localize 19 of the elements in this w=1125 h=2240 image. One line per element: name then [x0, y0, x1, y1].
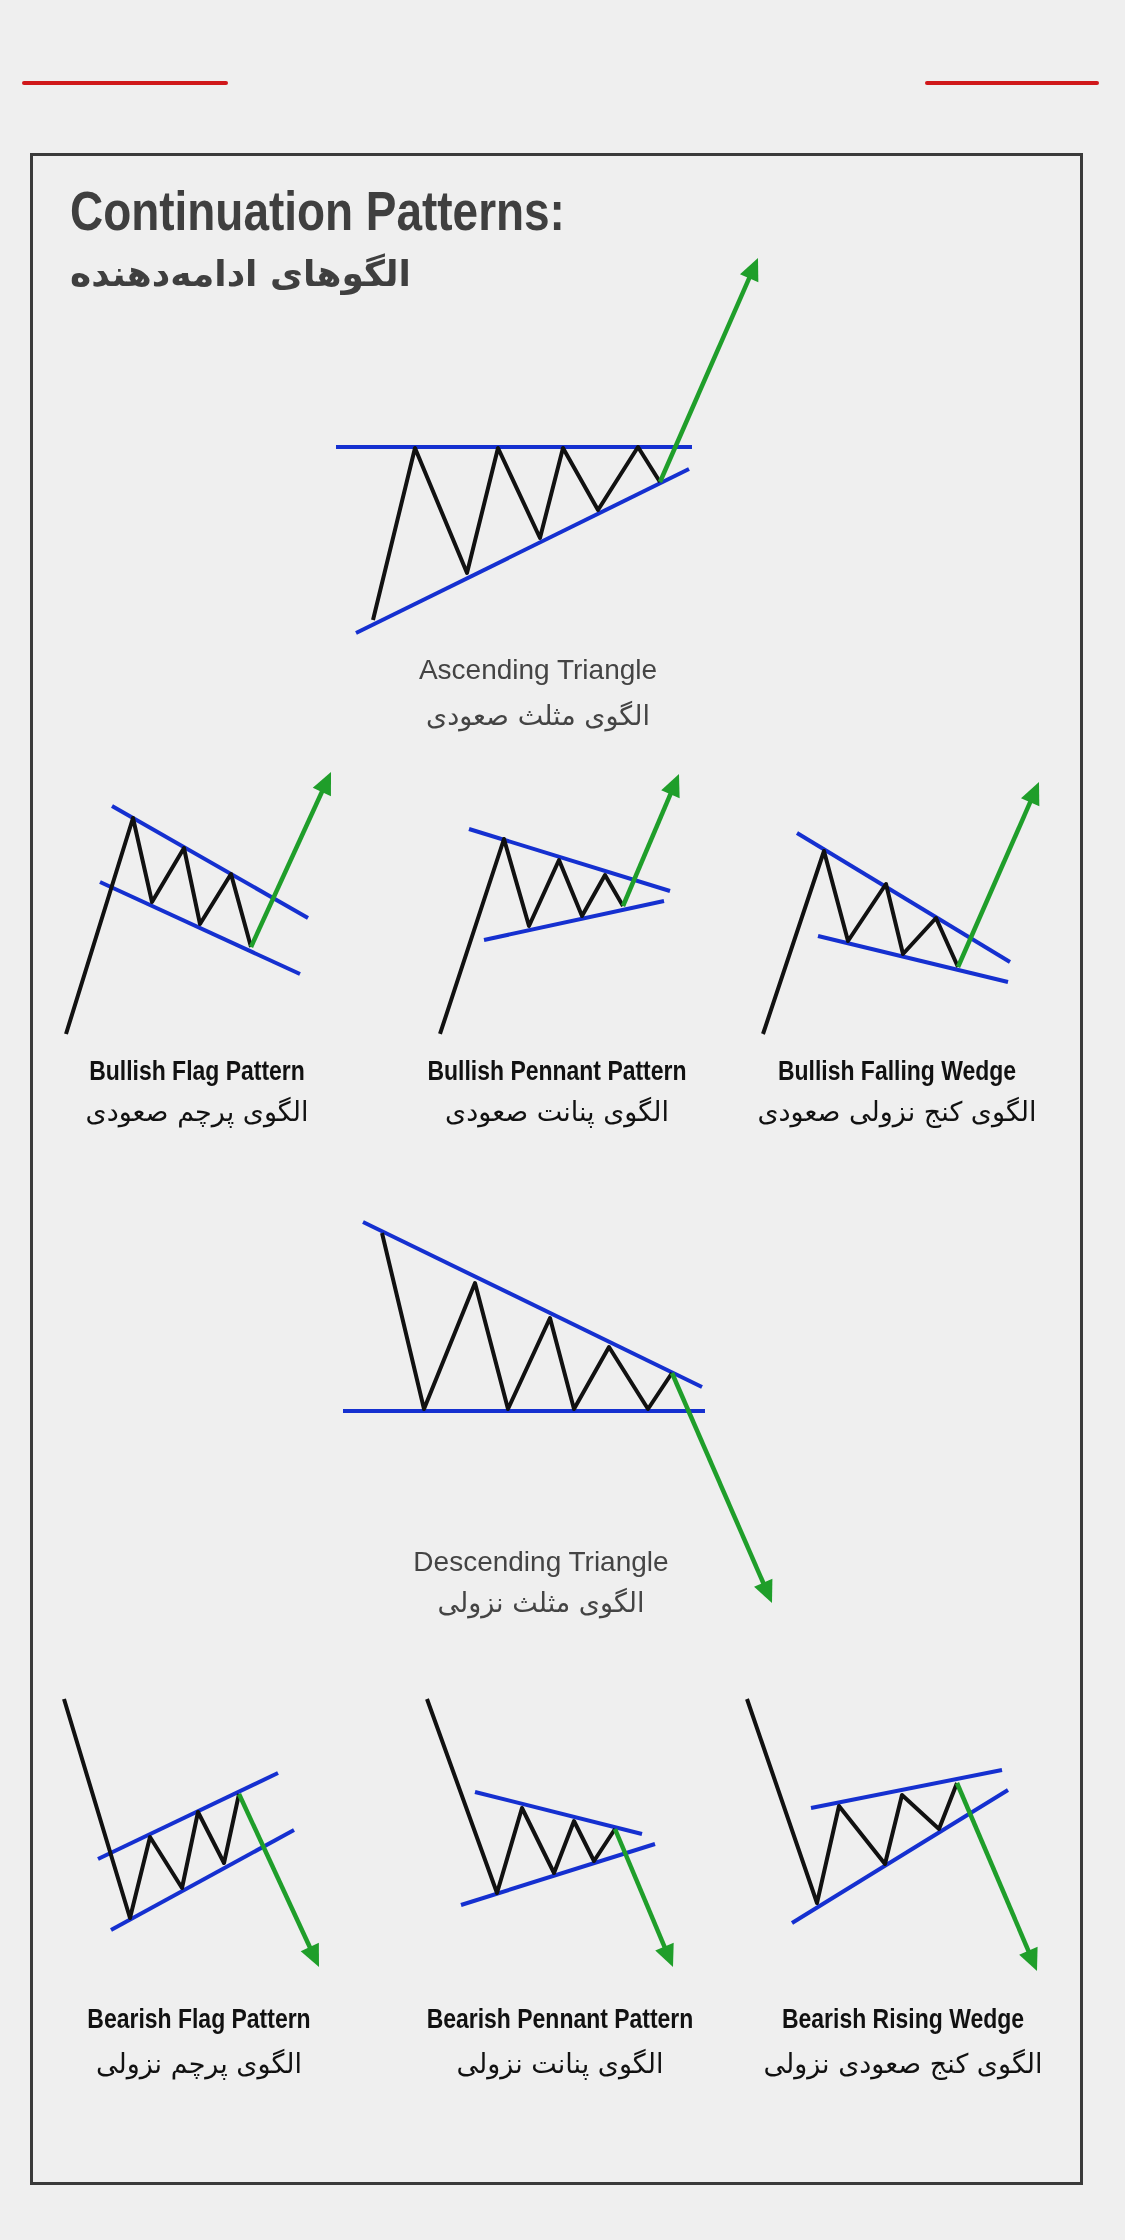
- pattern-name: Ascending Triangle: [418, 653, 658, 688]
- pattern-name: Bullish Falling Wedge: [777, 1054, 1017, 1089]
- subheading: الگوهای ادامه‌دهنده: [70, 252, 411, 297]
- pattern-name: الگوی پرچم نزولی: [95, 2047, 303, 2082]
- frame: [30, 153, 1083, 2185]
- pattern-name: Bearish Pennant Pattern: [426, 2002, 694, 2037]
- pattern-name: الگوی مثلث صعودی: [426, 699, 650, 734]
- pattern-name: الگوی پرچم صعودی: [85, 1095, 309, 1130]
- pattern-name: Bearish Rising Wedge: [782, 2002, 1024, 2037]
- pattern-name: الگوی پنانت صعودی: [445, 1095, 669, 1130]
- pattern-name: الگوی پنانت نزولی: [456, 2047, 664, 2082]
- pattern-name: الگوی کنج نزولی صعودی: [757, 1095, 1037, 1130]
- pattern-name: Bearish Flag Pattern: [87, 2002, 311, 2037]
- pattern-name: Descending Triangle: [413, 1545, 669, 1580]
- heading: Continuation Patterns:: [70, 178, 565, 244]
- pattern-name: الگوی مثلث نزولی: [437, 1586, 645, 1621]
- pattern-name: Bullish Flag Pattern: [89, 1054, 305, 1089]
- pattern-name: الگوی کنج صعودی نزولی: [763, 2047, 1043, 2082]
- pattern-name: Bullish Pennant Pattern: [427, 1054, 687, 1089]
